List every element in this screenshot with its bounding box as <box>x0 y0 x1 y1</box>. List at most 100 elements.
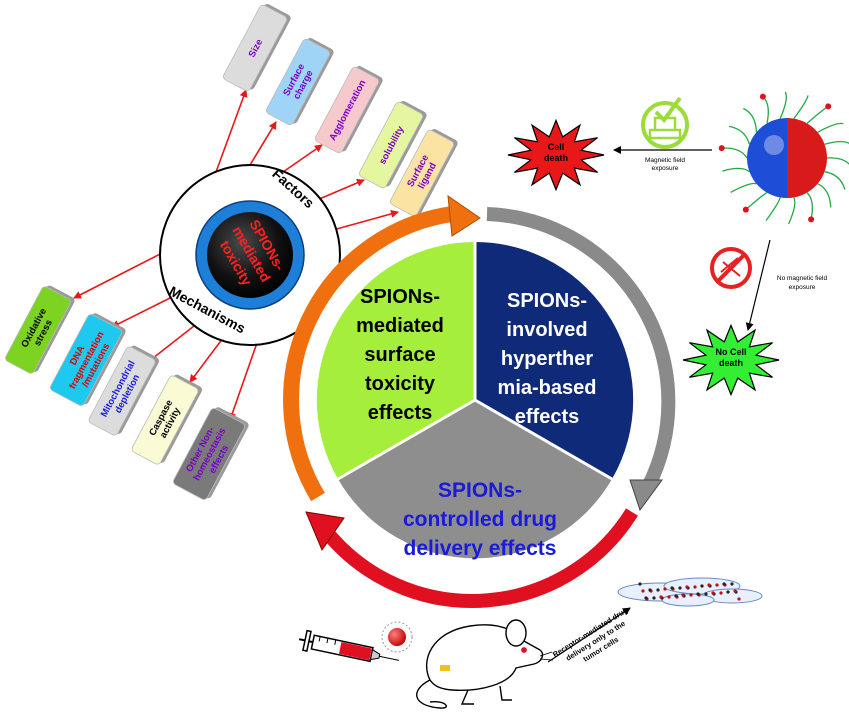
ligand-end <box>718 145 725 152</box>
ligand-strand <box>730 182 757 193</box>
effects-pie: SPIONs- mediated surface toxicity effect… <box>283 194 676 608</box>
ligand-strand <box>788 197 796 225</box>
ligand-strand <box>721 147 748 159</box>
tumor-cells-icon <box>617 577 763 607</box>
core-disc <box>207 212 293 298</box>
cell-death-burst <box>507 118 605 192</box>
sector-divider-3 <box>337 398 476 481</box>
tumor-particle <box>711 591 715 595</box>
factor-box-fill <box>223 4 287 92</box>
tumor-particle <box>670 586 674 590</box>
gray-arc-head <box>629 479 663 512</box>
sector-right <box>475 241 634 479</box>
ligand-strand <box>728 125 751 145</box>
factor-box-fill <box>315 66 379 154</box>
sector-left-label: SPIONs- mediated surface toxicity effect… <box>356 286 444 424</box>
tumor-particle <box>730 582 734 586</box>
ligand-strand <box>762 96 769 124</box>
arrow-to-agglomeration <box>282 144 323 173</box>
tumor-particle <box>722 582 726 586</box>
tumor-particle <box>641 589 645 593</box>
tumor-particle <box>656 588 660 592</box>
sector-right-line-5: effects <box>515 406 579 428</box>
tumor-particle <box>704 592 708 596</box>
sector-left-line-3: surface <box>364 344 435 366</box>
ligand-end <box>759 93 766 100</box>
sector-right-line-2: involved <box>506 319 587 341</box>
tumor-particle <box>663 587 667 591</box>
ligand-strand <box>806 105 829 124</box>
tumor-particle <box>707 583 711 587</box>
ligand-strand <box>824 171 846 190</box>
no-cell-death-burst <box>682 323 780 397</box>
tumor-particle <box>644 596 648 600</box>
sector-right-line-3: hyperther <box>501 348 593 370</box>
ligand-strand <box>779 91 787 119</box>
magnet-on-icon <box>641 96 689 149</box>
sector-divider-2 <box>474 398 613 481</box>
factor-box-4: solubility <box>359 101 427 189</box>
tumor-particle <box>678 586 682 590</box>
mechanism-box-fill <box>88 346 156 436</box>
ligand-strand <box>793 95 809 119</box>
tumor-particle <box>689 593 693 597</box>
cell-death-line-2: death <box>544 153 568 163</box>
sector-bottom-line-1: SPIONs- <box>438 479 522 502</box>
arrow-to-solubility <box>316 179 365 201</box>
mouse-icon <box>416 619 554 709</box>
arrow-to-surface-charge <box>246 121 277 171</box>
ligand-strand <box>806 192 814 220</box>
ligand-strand <box>817 122 844 133</box>
mechanism-box-fill <box>5 286 71 374</box>
tumor-particle <box>652 596 656 600</box>
sector-right-line-4: mia-based <box>498 377 597 399</box>
no-cell-death-line-2: death <box>719 358 743 368</box>
ligand-end <box>808 216 815 223</box>
orange-cycle-arc <box>283 206 454 502</box>
sector-bottom-line-2: controlled drug <box>403 508 557 531</box>
orange-arc-head <box>447 194 481 237</box>
sector-bottom-label: SPIONs- controlled drug delivery effects <box>403 479 557 560</box>
tumor-particle <box>667 595 671 599</box>
sector-left <box>316 241 475 479</box>
tumor-particle <box>648 588 652 592</box>
tumor-particle <box>696 592 700 596</box>
tumor-particle <box>719 591 723 595</box>
magnetic-field-line-2: exposure <box>652 165 679 172</box>
arrow-to-size <box>211 89 248 184</box>
no-cell-death-line-1: No Cell <box>715 347 746 357</box>
mechanism-box-fill <box>131 375 199 465</box>
mechanism-box-fill <box>50 314 122 406</box>
factor-box-fill <box>390 129 454 217</box>
factor-box-fill <box>266 38 330 126</box>
mechanism-box-fill <box>173 408 245 500</box>
no-magnetic-field-line-1: No magnetic field <box>777 275 828 282</box>
ligand-strand <box>743 107 758 133</box>
no-magnetic-field-line-2: exposure <box>789 284 816 291</box>
tumor-particle <box>737 597 741 601</box>
hyperthermia-panel: Cell death Magnetic field exposure No ma… <box>507 91 849 397</box>
gray-cycle-arc <box>486 207 676 491</box>
tumor-particle <box>638 582 642 586</box>
ligand-strand <box>722 167 750 173</box>
syringe-icon <box>298 629 400 663</box>
no-magnet-icon <box>710 247 752 289</box>
tumor-particle <box>659 595 663 599</box>
sector-left-line-5: effects <box>368 402 432 424</box>
factor-box-1: Size <box>223 4 291 92</box>
arrow-to-tumor <box>547 607 631 663</box>
sector-left-line-2: mediated <box>356 315 444 337</box>
ligand-end <box>742 206 749 213</box>
arrow-to-oxidative-stress <box>73 249 169 299</box>
sector-bottom-line-3: delivery effects <box>404 537 557 560</box>
ligand-end <box>825 103 832 110</box>
ligand-strand <box>765 197 781 221</box>
ligand-strand <box>817 183 832 208</box>
sector-right-line-1: SPIONs- <box>507 290 587 312</box>
arrow-to-surface-ligand <box>332 210 399 231</box>
red-cycle-arc <box>324 508 638 608</box>
